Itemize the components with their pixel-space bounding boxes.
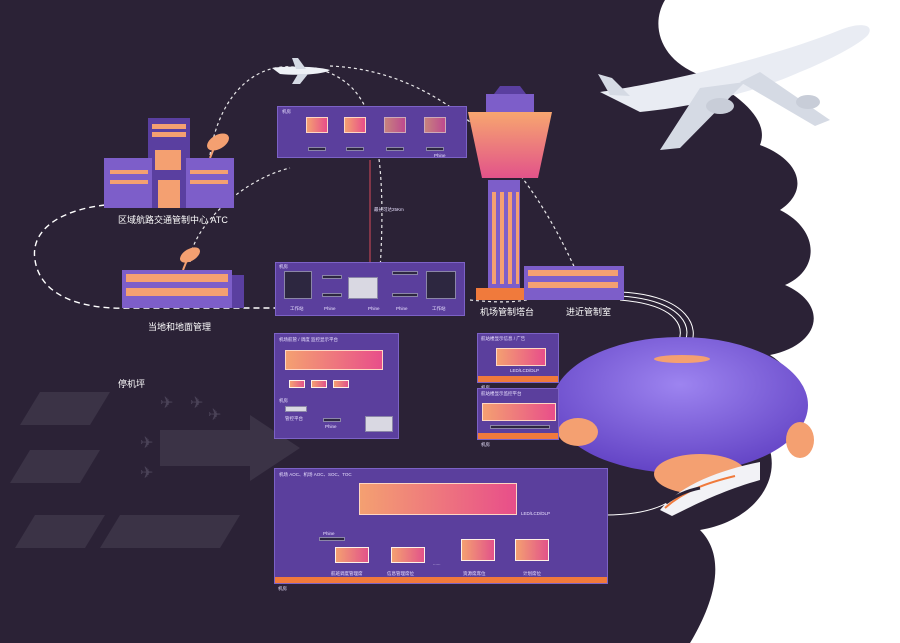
dash-path-2 <box>314 67 383 271</box>
local-ground-label: 当地和地面管理 <box>148 322 212 332</box>
terminal-dome <box>552 337 814 494</box>
top-device-2 <box>346 147 364 151</box>
atc-center-label: 区域航路交通管制中心 ATC <box>118 215 228 225</box>
radar-dish-bottom <box>180 247 200 263</box>
aoc-desk-3 <box>461 539 495 561</box>
train <box>660 462 760 516</box>
dash-left-loop <box>33 204 300 309</box>
plane-glyph-4: ✈ <box>140 463 153 482</box>
apron-desk-2 <box>311 380 327 388</box>
workstation-right-label: 工作站 <box>432 306 446 311</box>
small-airplane <box>272 58 330 84</box>
apron-video-wall <box>285 350 383 370</box>
seat-label-4: 计划席位 <box>523 571 541 576</box>
approach-panel-footer: 机房 <box>478 376 558 390</box>
apron-mid-label: 管控平台 <box>285 416 303 421</box>
aoc-desk-1 <box>335 547 369 563</box>
plane-glyph-1: ✈ <box>160 393 173 412</box>
top-display-3 <box>384 117 406 133</box>
device-c-label: Phine <box>396 306 408 311</box>
plane-glyph-3: ✈ <box>140 433 153 452</box>
top-display-1 <box>306 117 328 133</box>
seat-label-2: 信息管理席位 <box>387 571 414 576</box>
apron-panel-title: 机场航管 / 调度 监控显示平台 <box>279 337 338 342</box>
aoc-video-wall <box>359 483 517 515</box>
top-device-4 <box>426 147 444 151</box>
server-rack-right <box>426 271 456 299</box>
switch-c <box>392 271 418 275</box>
cloud-shape <box>658 0 900 643</box>
server-rack-left <box>284 271 312 299</box>
approach-panel2-footer: 机房 <box>478 433 558 447</box>
apron-panel: 机场航管 / 调度 监控显示平台 机房 管控平台 Phine <box>274 333 399 439</box>
aoc-panel: 机场 AOC、机场 AOC、SOC、TOC LED/LCD/DLP Phine … <box>274 468 608 591</box>
top-device-label: Phine <box>434 153 446 158</box>
aoc-device-label: Phine <box>323 531 335 536</box>
processor-box <box>348 277 378 299</box>
apron-desk-3 <box>333 380 349 388</box>
device-a-label: Phine <box>324 306 336 311</box>
aoc-switch <box>319 537 345 541</box>
top-display-4 <box>424 117 446 133</box>
dash-path-3 <box>329 65 581 281</box>
device-b-label: Phine <box>368 306 380 311</box>
apron-device-label: Phine <box>325 424 337 429</box>
plane-glyph-2: ✈ <box>190 393 203 412</box>
aoc-desk-2 <box>391 547 425 563</box>
plane-glyph-5: ✈ <box>208 405 221 424</box>
aoc-dots: ...... <box>433 561 441 566</box>
atc-building <box>104 118 234 208</box>
top-device-3 <box>386 147 404 151</box>
approach-led-display <box>496 348 546 366</box>
switch-a <box>322 275 342 279</box>
apron-processor <box>365 416 393 432</box>
aoc-desk-4 <box>515 539 549 561</box>
apron-mid-header: 机房 <box>279 398 288 403</box>
tower-label: 机场管制塔台 <box>480 307 535 317</box>
seat-label-1: 航班调度管理席 <box>331 571 363 576</box>
approach-device-row <box>490 425 550 429</box>
aoc-panel-title: 机场 AOC、机场 AOC、SOC、TOC <box>279 472 352 477</box>
stripe-3 <box>15 515 105 548</box>
approach-label: 进近管制室 <box>566 307 612 317</box>
apron-desk-1 <box>289 380 305 388</box>
workstation-left-label: 工作站 <box>290 306 304 311</box>
approach-panel2-title: 航站楼显示监控平台 <box>481 391 522 396</box>
switch-d <box>392 293 418 297</box>
stripe-4 <box>100 515 240 548</box>
aoc-panel-footer: 机房 <box>275 577 607 591</box>
big-airplane <box>598 25 870 150</box>
approach-display-label: LED/LCD/DLP <box>510 368 540 373</box>
approach-building <box>524 266 624 300</box>
switch-b <box>322 293 342 297</box>
top-panel-header: 机房 <box>282 109 291 114</box>
ground-building <box>122 270 244 308</box>
top-display-2 <box>344 117 366 133</box>
top-device-1 <box>308 147 326 151</box>
seat-label-3: 资源席席位 <box>463 571 486 576</box>
arrow-shape <box>160 415 300 481</box>
approach-panel-2: 航站楼显示监控平台 机房 <box>477 388 559 447</box>
machine-room-header: 机房 <box>279 264 288 269</box>
approach-panel-title: 航站楼显示信息 / 广告 <box>481 336 526 341</box>
stripe-2 <box>10 450 100 483</box>
link-distance-label: 最长可达25Km <box>374 207 404 212</box>
radar-dish-top <box>207 133 229 151</box>
control-tower <box>468 86 552 300</box>
top-panel: 机房 Phine <box>277 106 467 158</box>
apron-label: 停机坪 <box>118 379 146 389</box>
approach-panel: 航站楼显示信息 / 广告 LED/LCD/DLP 机房 <box>477 333 559 390</box>
stripe-1 <box>20 392 110 425</box>
approach-monitor-wall <box>482 403 556 421</box>
aoc-display-label: LED/LCD/DLP <box>521 511 551 516</box>
apron-switch <box>323 418 341 422</box>
apron-control-box <box>285 406 307 412</box>
machine-room-panel: 机房 工作站 Phine Phine Phine 工作站 <box>275 262 465 316</box>
cable-4 <box>604 499 673 516</box>
